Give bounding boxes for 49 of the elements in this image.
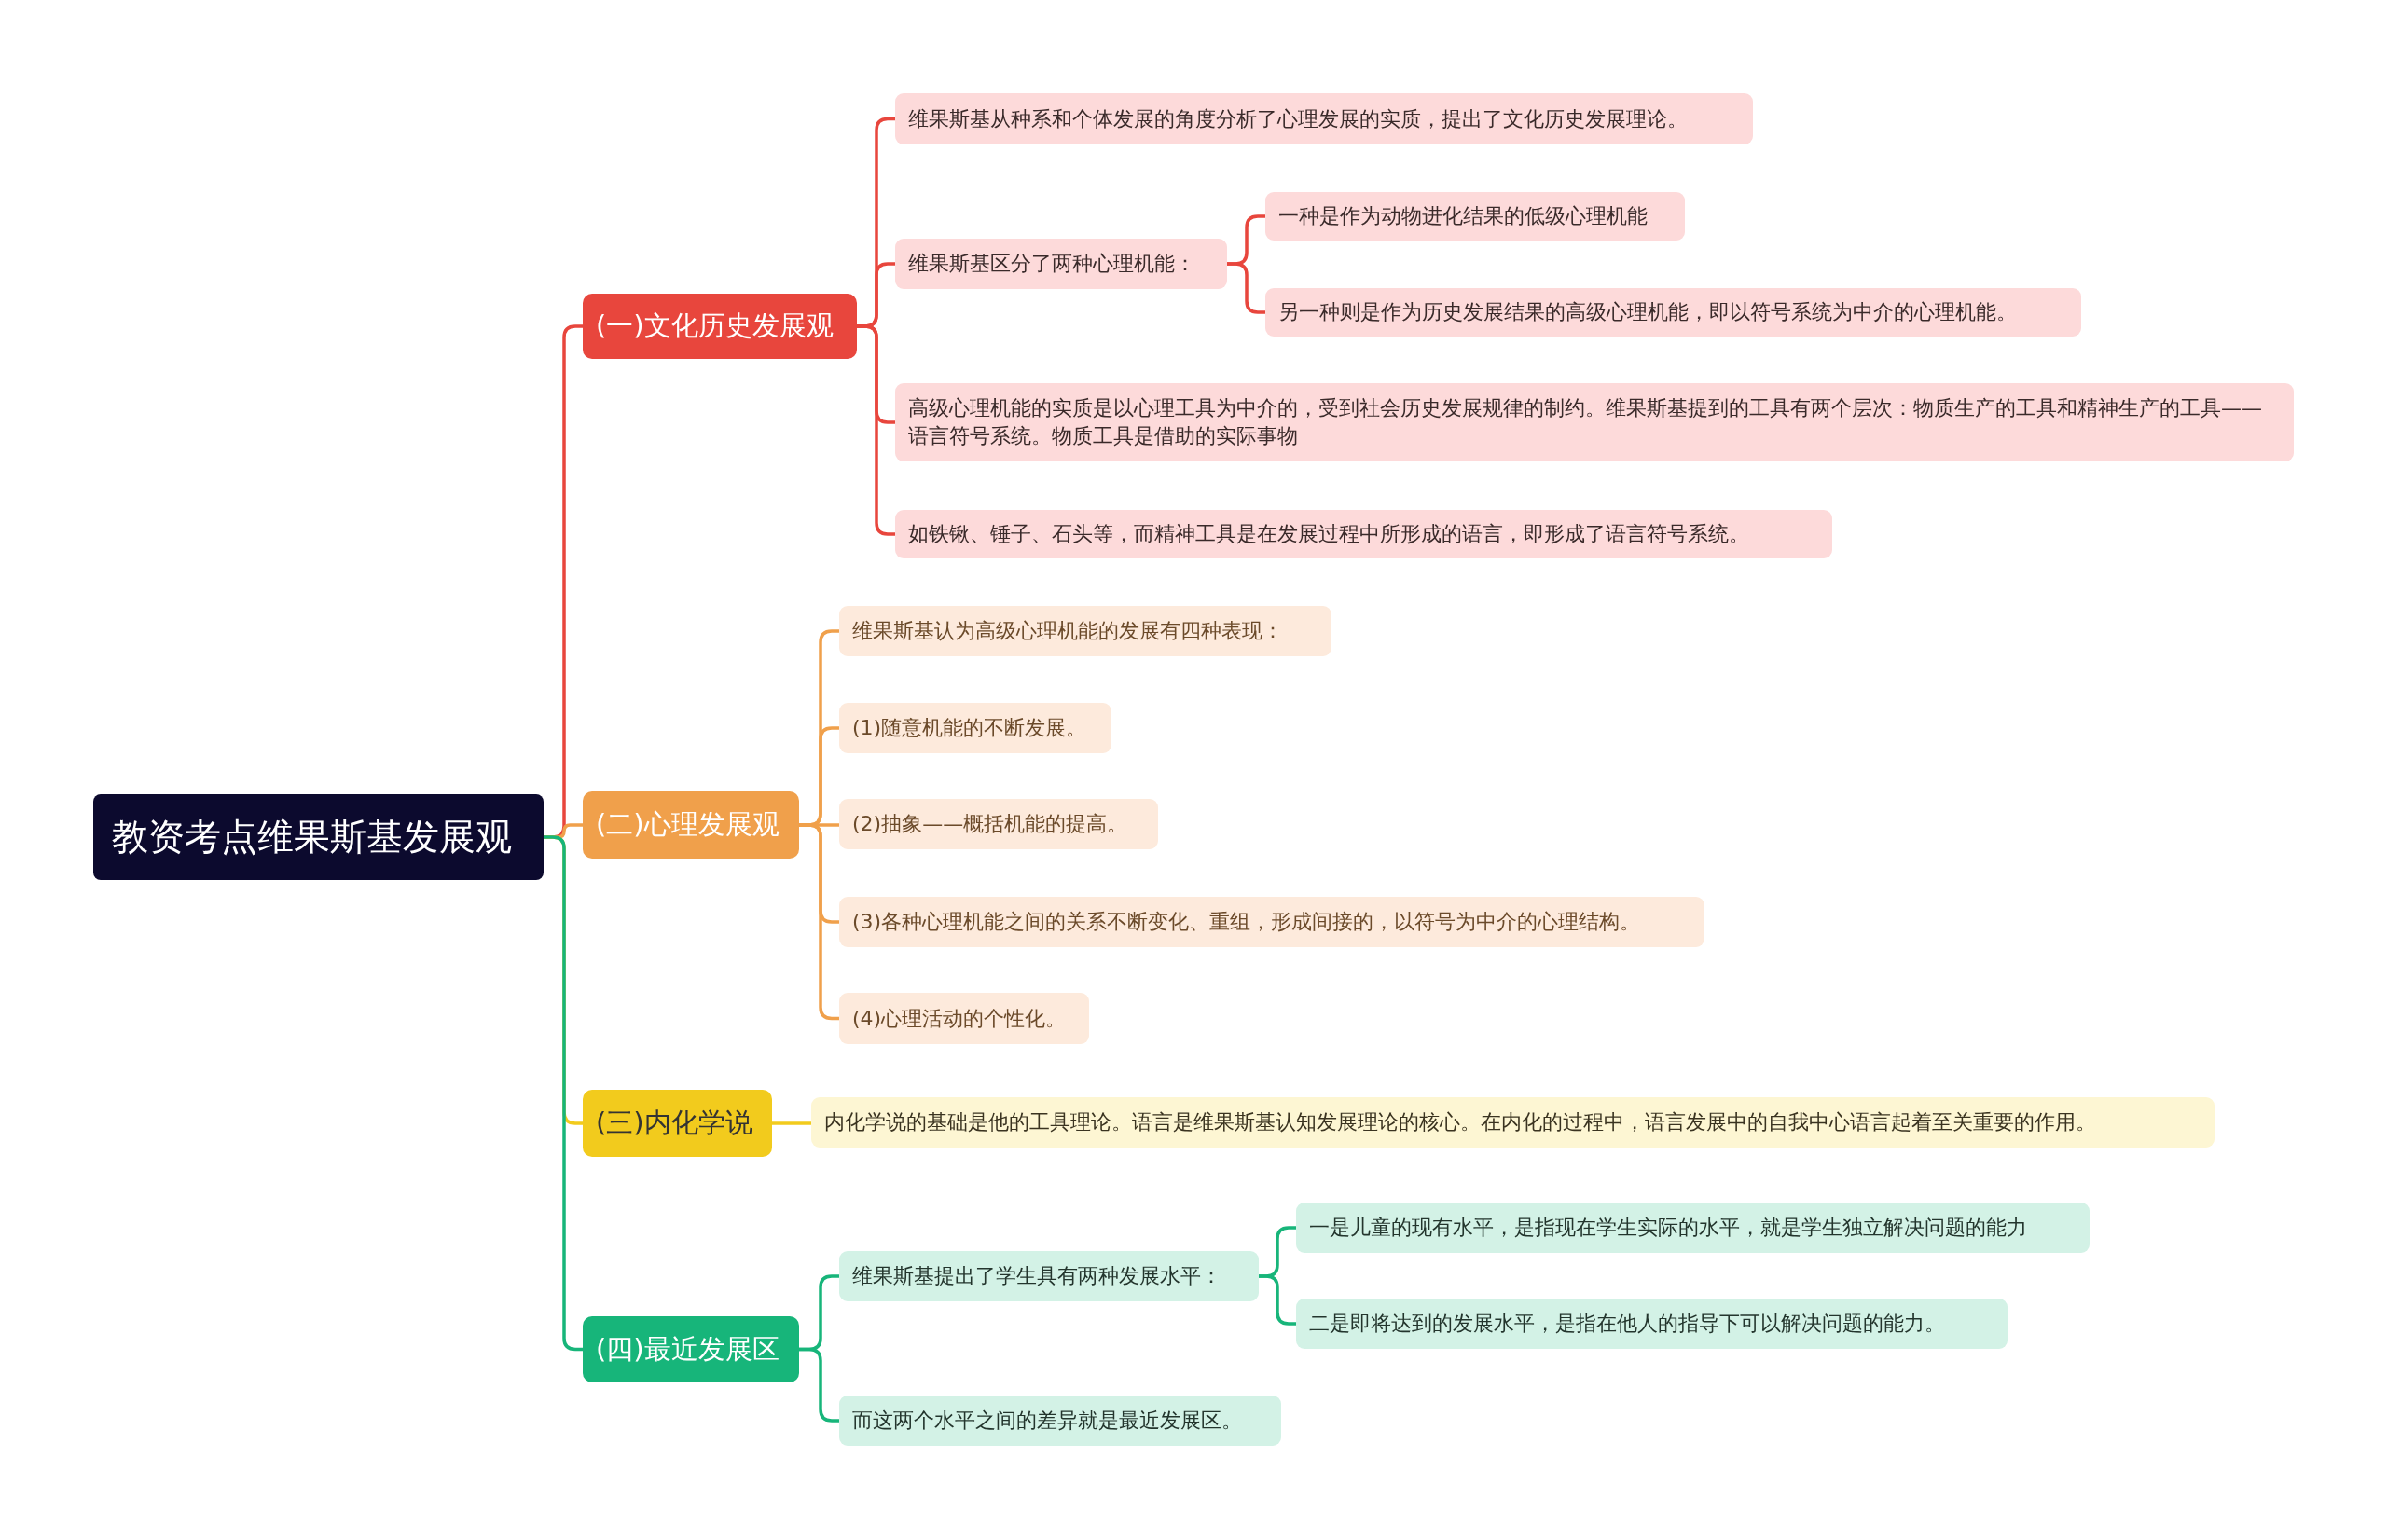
topic-text: 高级心理机能的实质是以心理工具为中介的，受到社会历史发展规律的制约。维果斯基提到的工具有两个层次：物质生产的工具和精神生产的工具——语言符号系统。物质工具是借助的实际事物 [908, 395, 2263, 449]
topic-text: 二是即将达到的发展水平，是指在他人的指导下可以解决问题的能力。 [1309, 1311, 1945, 1337]
leaf-topic-box [1296, 1299, 2008, 1349]
leaf-topic-box [895, 93, 1753, 144]
connector-line [1227, 262, 1265, 314]
topic-text: 而这两个水平之间的差异就是最近发展区。 [852, 1408, 1242, 1434]
topic-text: (1)随意机能的不断发展。 [852, 715, 1087, 741]
leaf-topic-box [895, 510, 1832, 558]
branch-topic-box [583, 294, 857, 359]
connector-line [857, 324, 895, 536]
leaf-topic-box [839, 993, 1089, 1044]
topic-text: 教资考点维果斯基发展观 [112, 815, 512, 859]
topic-text: (2)抽象——概括机能的提高。 [852, 811, 1128, 837]
connector-line [799, 1347, 839, 1423]
topic-text: 一是儿童的现有水平，是指现在学生实际的水平，就是学生独立解决问题的能力 [1309, 1215, 2027, 1241]
topic-text: (三)内化学说 [596, 1106, 752, 1140]
topic-text: 另一种则是作为历史发展结果的高级心理机能，即以符号系统为中介的心理机能。 [1278, 299, 2017, 325]
root-topic-box [93, 794, 544, 880]
leaf-topic-box [839, 1396, 1281, 1446]
topic-text: (二)心理发展观 [596, 807, 780, 842]
branch-topic-box [583, 1090, 772, 1157]
leaf-topic-box [895, 383, 2294, 461]
leaf-topic-box [1296, 1203, 2090, 1253]
branch-topic-box [583, 1316, 799, 1382]
connector-line [772, 1121, 811, 1125]
leaf-topic-box [1265, 288, 2081, 337]
connector-line [544, 835, 583, 1352]
branch-topic-box [583, 791, 799, 859]
topic-text: 内化学说的基础是他的工具理论。语言是维果斯基认知发展理论的核心。在内化的过程中，语言发展中的自我中心语言起着至关重要的作用。 [824, 1109, 2096, 1135]
connector-line [799, 823, 839, 1021]
leaf-topic-box [839, 1251, 1259, 1301]
connector-line [1259, 1274, 1296, 1326]
leaf-topic-box [839, 897, 1704, 947]
topic-text: (3)各种心理机能之间的关系不断变化、重组，形成间接的，以符号为中介的心理结构。 [852, 909, 1641, 935]
topic-text: 维果斯基认为高级心理机能的发展有四种表现： [852, 618, 1283, 644]
leaf-topic-box [811, 1097, 2215, 1148]
topic-text: (四)最近发展区 [596, 1331, 780, 1367]
leaf-topic-box [839, 799, 1158, 849]
leaf-topic-box [839, 703, 1111, 753]
topic-text: (一)文化历史发展观 [596, 309, 834, 343]
topic-text: 一种是作为动物进化结果的低级心理机能 [1278, 203, 1648, 229]
topic-text: (4)心理活动的个性化。 [852, 1005, 1067, 1032]
leaf-topic-box [895, 239, 1227, 289]
leaf-topic-box [1265, 192, 1685, 241]
topic-text: 维果斯基从种系和个体发展的角度分析了心理发展的实质，提出了文化历史发展理论。 [908, 105, 1688, 132]
leaf-topic-box [839, 606, 1331, 656]
topic-text: 如铁锹、锤子、石头等，而精神工具是在发展过程中所形成的语言，即形成了语言符号系统。 [908, 521, 1749, 547]
topic-text: 维果斯基区分了两种心理机能： [908, 251, 1195, 277]
topic-text: 维果斯基提出了学生具有两种发展水平： [852, 1263, 1221, 1289]
